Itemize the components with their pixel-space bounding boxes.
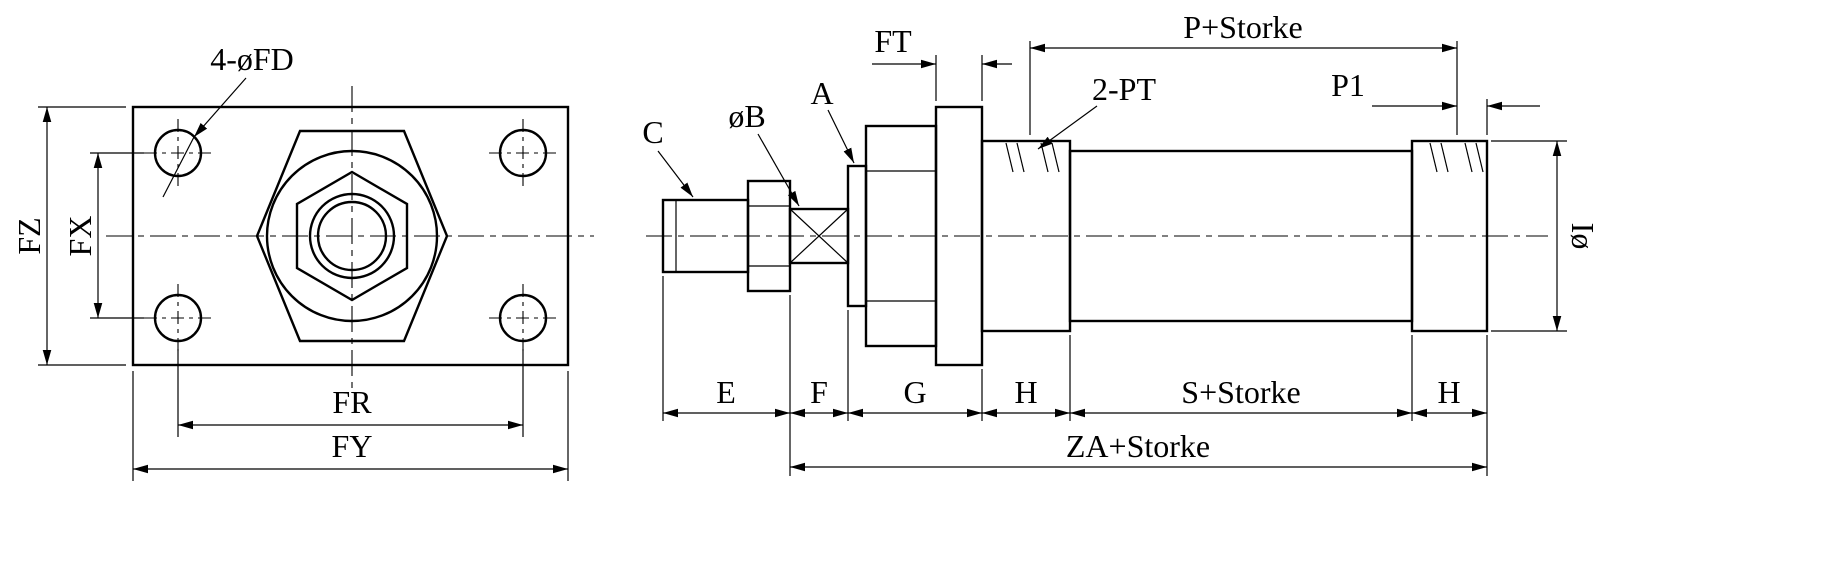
dim-label-p-stroke: P+Storke [1183, 9, 1302, 45]
callout-leader-rod-dia [757, 133, 800, 207]
dim-label-fz: FZ [11, 217, 47, 254]
rear-port-thread-marks [1429, 142, 1484, 173]
callout-leader-ports [1037, 105, 1098, 150]
dim-label-e: E [716, 374, 736, 410]
callout-label-rod-dia: øB [728, 98, 765, 134]
wrench-flats-cross [789, 208, 849, 264]
fz-extension-lines [38, 106, 126, 366]
callout-leader-a [827, 109, 855, 164]
holes-callout-leader [193, 77, 247, 138]
dim-label-f: F [810, 374, 828, 410]
fy-extension-lines [132, 371, 569, 481]
side-view: C øB A 2-PT FT P+Storke P1 Iø [642, 9, 1601, 476]
dim-label-g: G [903, 374, 926, 410]
hole-centerlines [144, 119, 557, 352]
holes-callout-label: 4-øFD [210, 41, 294, 77]
ft-extension-lines [935, 55, 983, 101]
bottom-extension-lines [662, 276, 1488, 476]
dim-label-h-front: H [1014, 374, 1037, 410]
callout-label-a: A [810, 75, 833, 111]
callout-label-c: C [642, 114, 663, 150]
p-stroke-extension-lines [1029, 41, 1458, 135]
holes-callout-leader-tail [162, 136, 195, 198]
rear-end-cap [1410, 139, 1489, 333]
dim-label-p1: P1 [1331, 67, 1365, 103]
dim-label-fr: FR [332, 384, 372, 420]
callout-leader-c [657, 150, 694, 198]
dim-label-ft: FT [874, 23, 912, 59]
dim-label-fy: FY [332, 428, 373, 464]
mounting-nut-facet-lines [866, 170, 936, 302]
callout-label-ports: 2-PT [1092, 71, 1156, 107]
rod-nut-facet-lines [748, 205, 790, 267]
dim-label-fx: FX [62, 216, 98, 257]
front-view: 4-øFD FZ FX FR FY [11, 41, 594, 481]
dim-label-dia: Iø [1565, 223, 1601, 250]
dim-label-za-stroke: ZA+Storke [1066, 428, 1210, 464]
dim-label-s-stroke: S+Storke [1181, 374, 1300, 410]
dim-label-h-rear: H [1437, 374, 1460, 410]
front-port-thread-marks [1005, 142, 1060, 173]
